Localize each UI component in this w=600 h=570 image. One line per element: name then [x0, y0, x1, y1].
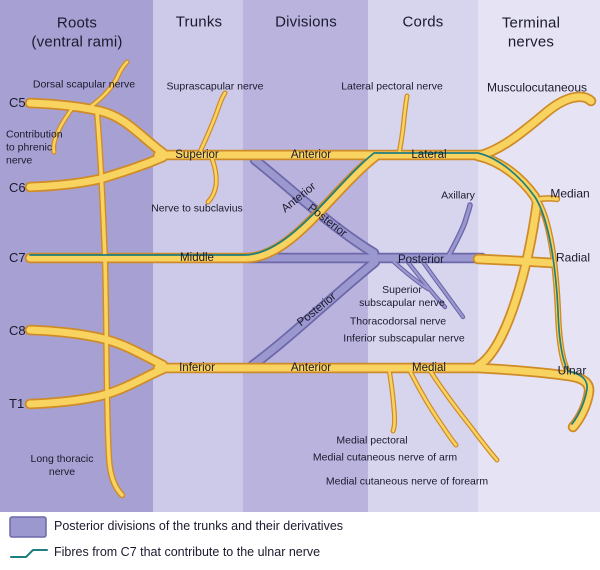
label-anterior-superior: Anterior: [290, 148, 332, 161]
legend-posterior-label: Posterior divisions of the trunks and th…: [54, 519, 344, 534]
label-radial: Radial: [555, 250, 591, 265]
root-label-c6: C6: [9, 179, 26, 195]
root-label-c7: C7: [9, 249, 26, 265]
label-musculocutaneous: Musculocutaneous: [486, 80, 588, 95]
label-inferior-subscapular: Inferior subscapular nerve: [343, 332, 465, 345]
root-label-c8: C8: [9, 322, 26, 338]
label-ulnar: Ulnar: [557, 363, 587, 378]
label-nerve-to-subclavius: Nerve to subclavius: [151, 202, 243, 215]
label-superior-subscapular: Superior subscapular nerve: [359, 283, 445, 309]
column-header-cords: Cords: [402, 13, 444, 31]
label-dorsal-scapular: Dorsal scapular nerve: [32, 78, 136, 91]
root-label-t1: T1: [9, 395, 25, 411]
root-label-c5: C5: [9, 94, 26, 110]
label-thoracodorsal: Thoracodorsal nerve: [349, 315, 447, 328]
label-lateral-cord: Lateral: [411, 148, 447, 161]
label-inferior-trunk: Inferior: [179, 361, 215, 374]
label-superior-trunk: Superior: [175, 148, 219, 161]
legend-c7-line-swatch: [10, 549, 48, 558]
label-posterior-cord: Posterior: [397, 253, 445, 266]
legend-posterior-swatch: [9, 516, 47, 538]
label-anterior-inferior: Anterior: [290, 361, 332, 374]
column-header-trunks: Trunks: [175, 13, 223, 31]
legend-c7-fibres-label: Fibres from C7 that contribute to the ul…: [54, 545, 321, 560]
label-median: Median: [550, 186, 590, 201]
label-long-thoracic: Long thoracic nerve: [30, 452, 94, 478]
label-phrenic-contribution: Contribution to phrenic nerve: [6, 128, 63, 167]
label-medial-cord: Medial: [412, 361, 446, 374]
radial-nerve: [478, 259, 552, 263]
c7-fibres-trace: [29, 152, 588, 425]
column-header-terminal: Terminal nerves: [501, 14, 561, 50]
label-middle-trunk: Middle: [180, 251, 214, 264]
label-axillary: Axillary: [441, 189, 475, 202]
label-medial-cutaneous-forearm: Medial cutaneous nerve of forearm: [325, 475, 489, 488]
label-medial-cutaneous-arm: Medial cutaneous nerve of arm: [312, 451, 458, 464]
label-lateral-pectoral: Lateral pectoral nerve: [341, 80, 443, 93]
column-header-divisions: Divisions: [275, 13, 337, 31]
column-header-roots: Roots (ventral rami): [31, 14, 123, 50]
label-medial-pectoral: Medial pectoral: [336, 434, 408, 447]
label-suprascapular: Suprascapular nerve: [166, 80, 264, 93]
